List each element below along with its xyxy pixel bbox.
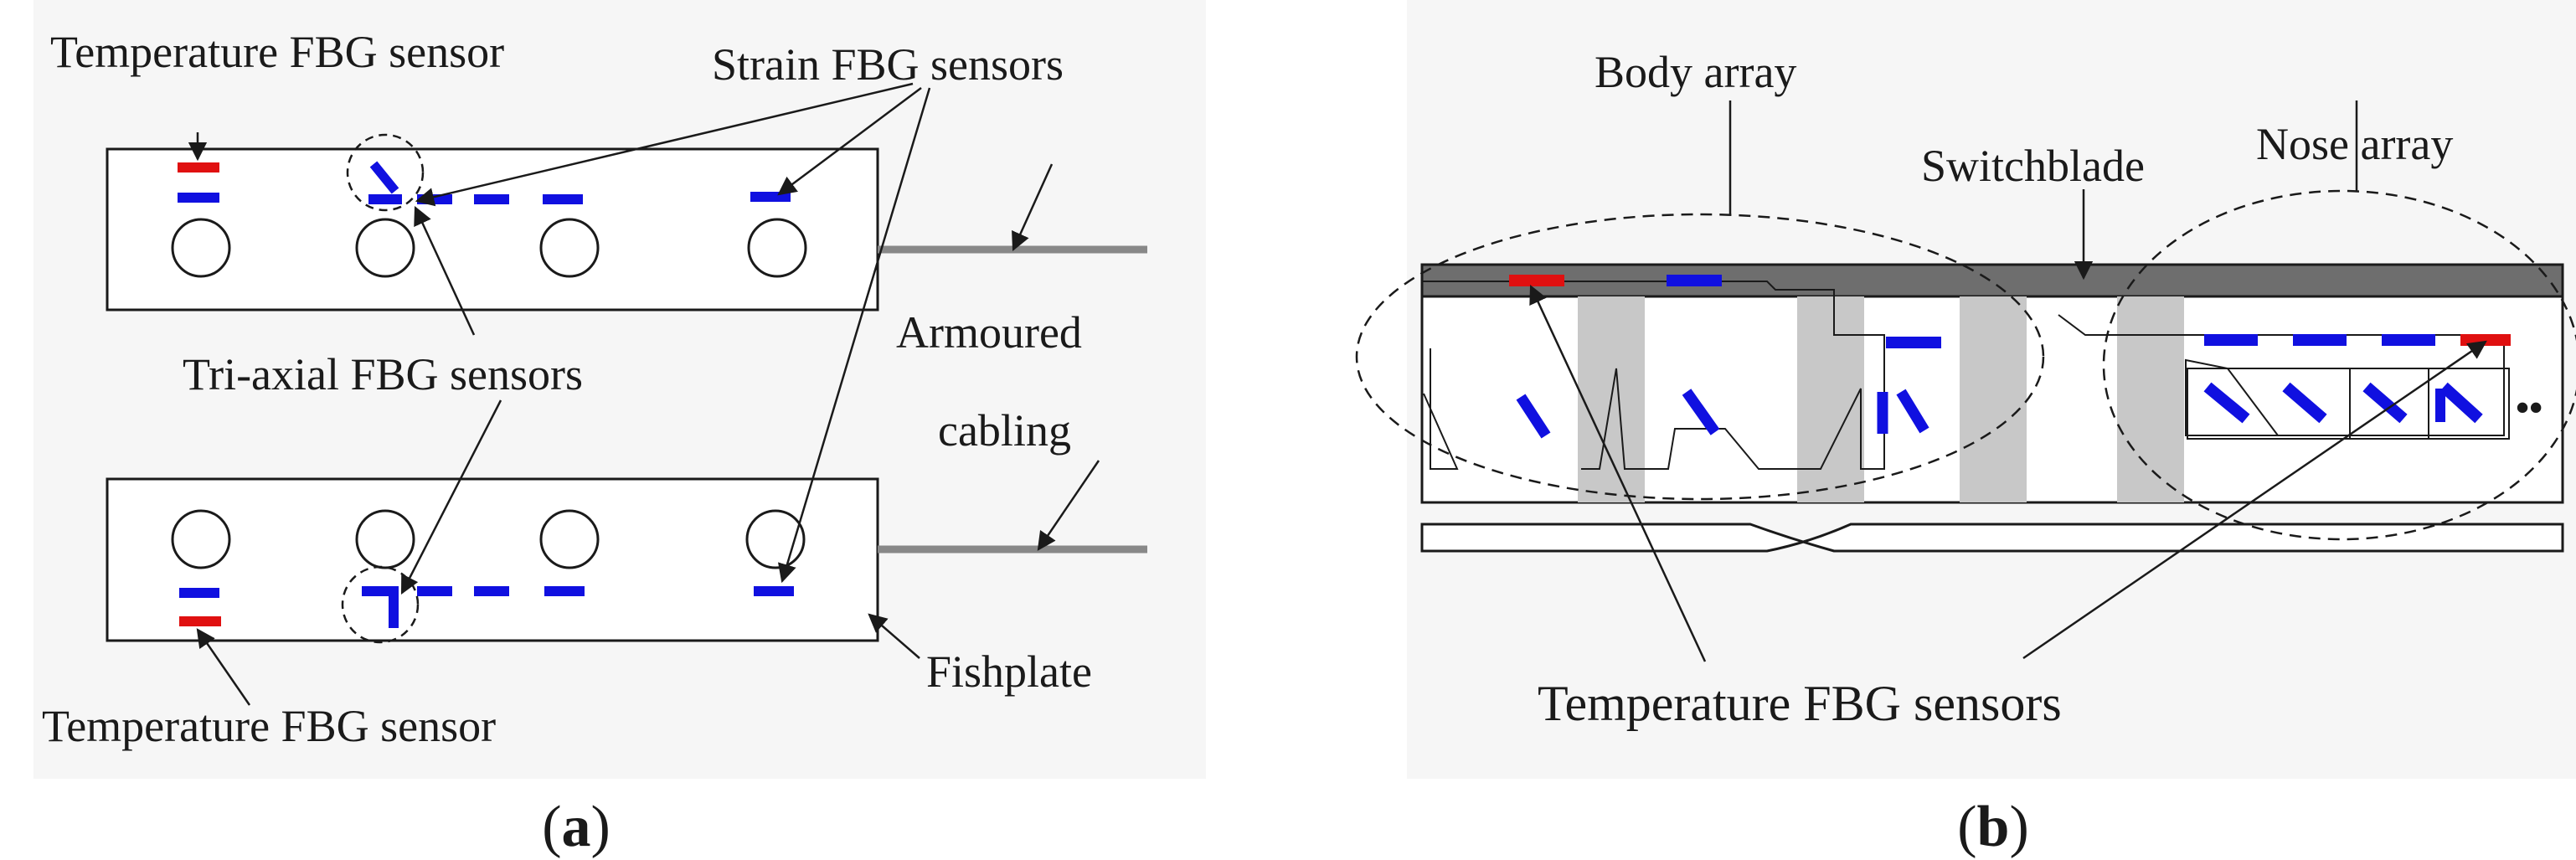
bolt-hole	[171, 218, 231, 278]
strain-sensor	[1682, 389, 1720, 435]
strain-sensor	[2282, 382, 2327, 424]
pointer-arrow	[777, 86, 922, 196]
triaxial-highlight-circle	[346, 133, 425, 212]
strain-sensor	[1896, 389, 1929, 434]
pointer-arrow	[414, 205, 476, 336]
caption-b-open: (	[1957, 795, 1976, 859]
strain-sensor	[417, 586, 452, 596]
bolt-hole	[355, 218, 415, 278]
bolt-hole	[539, 509, 600, 569]
label-cabling: cabling	[938, 405, 1071, 456]
triaxial-sensor-vertical	[389, 591, 399, 628]
strain-sensor	[2439, 382, 2483, 424]
strain-sensor	[543, 194, 583, 204]
bolt-hole	[355, 509, 415, 569]
ellipsis-dots: ••	[2516, 386, 2543, 429]
bolt-hole	[747, 218, 807, 278]
temperature-sensor	[179, 616, 221, 626]
pointer-arrow	[1037, 460, 1100, 551]
caption-b-close: )	[2009, 795, 2028, 859]
label-temperature-sensors: Temperature FBG sensors	[1538, 676, 2062, 731]
strain-sensor	[2293, 334, 2347, 346]
label-body-array: Body array	[1595, 47, 1796, 97]
support-block	[1797, 296, 1864, 502]
panel-a: Temperature FBG sensor Strain FBG sensor…	[33, 0, 1206, 859]
temperature-sensor	[1509, 275, 1564, 286]
caption-a: (a)	[542, 795, 611, 859]
strain-sensor	[1886, 337, 1941, 348]
label-fishplate: Fishplate	[926, 646, 1092, 697]
label-switchblade: Switchblade	[1921, 141, 2145, 191]
caption-a-close: )	[591, 795, 611, 859]
bolt-hole	[171, 509, 231, 569]
support-block	[1960, 296, 2027, 502]
label-armoured: Armoured	[896, 307, 1082, 358]
pointer-arrow	[1529, 284, 1707, 662]
strain-sensor	[178, 193, 219, 203]
strain-sensor	[544, 586, 585, 596]
support-block	[2117, 296, 2184, 502]
panel-a-background	[33, 0, 1206, 779]
label-triaxial: Tri-axial FBG sensors	[183, 349, 583, 399]
triaxial-sensor-diagonal	[369, 161, 399, 194]
body-array-ellipse	[1355, 213, 2045, 501]
temperature-sensor	[2460, 334, 2511, 346]
nose-sensor-box	[2187, 368, 2510, 440]
stock-rail	[1420, 523, 2564, 553]
strain-sensor	[474, 586, 509, 596]
strain-sensor	[2382, 334, 2435, 346]
pointer-arrow	[1012, 163, 1054, 252]
strain-sensor	[179, 588, 219, 598]
caption-a-letter: a	[562, 795, 591, 859]
panel-b: •• Body array Switchblade Nose array Tem…	[1355, 0, 2576, 859]
fishplate-bottom	[106, 477, 879, 642]
strain-sensor	[2204, 334, 2258, 346]
pointer-arrow	[400, 399, 502, 595]
pointer-arrow	[415, 82, 914, 207]
bolt-hole	[539, 218, 600, 278]
temperature-sensor	[178, 162, 219, 173]
strain-sensor	[754, 586, 794, 596]
pointer-arrow	[2022, 340, 2487, 660]
fibre-line	[2058, 314, 2505, 436]
strain-sensor	[1516, 394, 1551, 439]
fibre-line	[1423, 348, 1459, 470]
pointer-arrow	[196, 628, 251, 706]
fibre-line	[1422, 281, 1885, 470]
strain-sensor	[2203, 382, 2250, 424]
strain-sensor	[750, 192, 791, 202]
pointer-arrow	[868, 613, 920, 659]
label-strain: Strain FBG sensors	[712, 39, 1064, 90]
caption-a-open: (	[542, 795, 561, 859]
triaxial-sensor-horizontal	[368, 194, 402, 204]
strain-sensor	[2362, 382, 2408, 424]
label-temperature-bottom: Temperature FBG sensor	[42, 701, 496, 751]
label-temperature-top: Temperature FBG sensor	[50, 27, 504, 77]
strain-sensor	[1667, 275, 1722, 286]
strain-sensor	[474, 194, 509, 204]
triaxial-highlight-circle	[341, 565, 420, 644]
fishplate-top	[106, 147, 879, 312]
caption-b-letter: b	[1977, 795, 2010, 859]
caption-b: (b)	[1957, 795, 2029, 859]
label-nose-array: Nose array	[2256, 119, 2453, 169]
pointer-arrow	[778, 87, 931, 584]
